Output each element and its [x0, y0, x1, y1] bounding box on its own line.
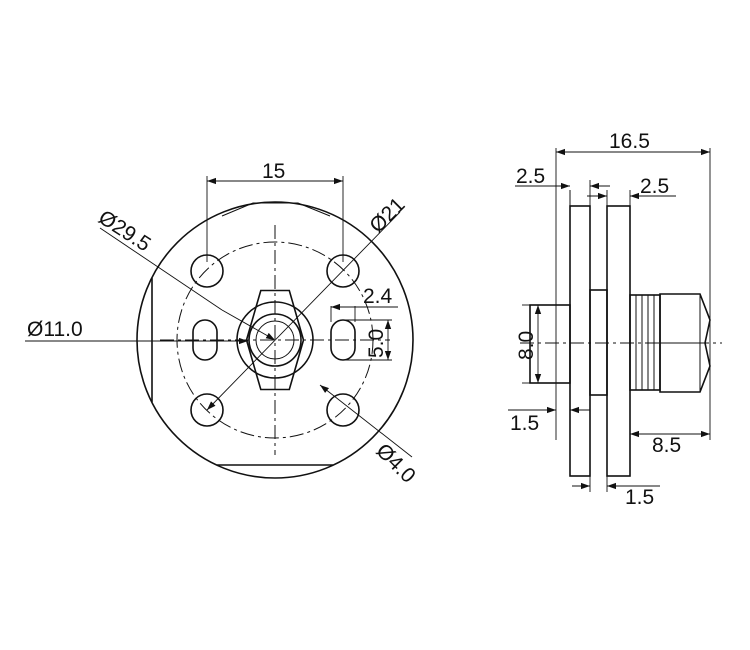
dim-nut-len: 8.5: [652, 434, 681, 457]
dim-d-nut: Ø11.0: [27, 318, 83, 341]
leader-d-outer: [99, 227, 223, 311]
dim-flange-right: 2.5: [640, 175, 669, 198]
leader-d-outer-tip: [221, 309, 276, 341]
dim-total-len: 16.5: [609, 130, 650, 153]
dim-step-left: 1.5: [510, 412, 539, 435]
dim-slot-h: 5.0: [365, 329, 388, 358]
dim-flange-left: 2.5: [516, 165, 545, 188]
left-flange: [569, 205, 591, 477]
dim-d-hole: Ø4.0: [371, 439, 419, 487]
mount-hole-bottom-right: [326, 393, 360, 427]
front-view: Ø29.5 Ø21 Ø11.0 15 Ø4.0 2.4 5.0: [25, 160, 420, 488]
right-flange: [606, 205, 631, 477]
dim-d-outer: Ø29.5: [94, 206, 155, 256]
dim-thread-d: 8.0: [515, 331, 538, 360]
dim-d-pcd: Ø21: [365, 193, 409, 237]
side-view: 16.5 2.5 2.5 8.0 1.5 8.5 1.5: [508, 130, 722, 509]
left-spigot: [529, 304, 571, 384]
mount-hole-bottom-left: [190, 393, 224, 427]
leader-d-hole: [319, 384, 413, 458]
dim-gap: 1.5: [625, 486, 654, 509]
flange-top-edge: [221, 202, 331, 217]
nut-profile: [659, 293, 711, 393]
dim-slot-w: 2.4: [363, 285, 393, 308]
dim-hole-span: 15: [262, 160, 285, 183]
flange-outer-circle: [136, 201, 414, 479]
leader-d-pcd: [206, 211, 401, 411]
